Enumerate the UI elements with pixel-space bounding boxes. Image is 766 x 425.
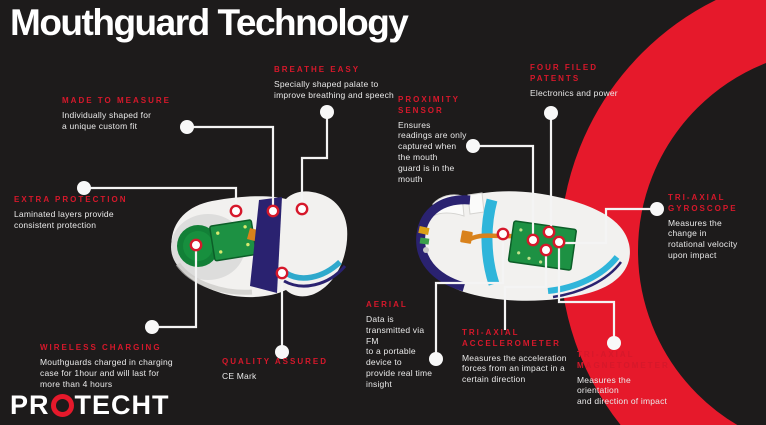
callout-wireless-charging: WIRELESS CHARGING Mouthguards charged in…	[40, 343, 230, 389]
logo-o-ring-icon	[50, 394, 74, 417]
callout-title: PROXIMITY SENSOR	[398, 95, 461, 115]
page-title: Mouthguard Technology	[10, 2, 409, 43]
dot-quality-assured	[275, 345, 289, 359]
left-circuit-board	[209, 219, 258, 262]
marker-proximity-sensor	[526, 233, 540, 247]
dot-wireless-charging	[145, 320, 159, 334]
callout-title: MADE TO MEASURE	[62, 96, 171, 105]
callout-proximity-sensor: PROXIMITY SENSOR Ensures readings are on…	[398, 95, 483, 185]
dot-proximity-sensor	[466, 139, 480, 153]
callout-title: FOUR FILED PATENTS	[530, 63, 598, 83]
connector-magnetometer	[557, 246, 616, 338]
teeth-indentation	[467, 192, 485, 215]
callout-tri-axial-magnetometer: TRI-AXIAL MAGNETOMETER Measures the orie…	[577, 350, 695, 407]
marker-accelerometer	[539, 243, 553, 257]
marker-gyroscope	[552, 235, 566, 249]
dot-extra-protection	[77, 181, 91, 195]
callout-aerial: AERIAL Data is transmitted via FM to a p…	[366, 300, 444, 390]
callout-extra-protection: EXTRA PROTECTION Laminated layers provid…	[14, 195, 174, 231]
dot-made-to-measure	[180, 120, 194, 134]
dot-breathe-easy	[320, 105, 334, 119]
marker-extra-protection	[229, 204, 243, 218]
callout-body: Electronics and power	[530, 87, 618, 98]
mouthguard-left-illustration	[171, 191, 348, 298]
dot-four-filed-patents	[544, 106, 558, 120]
callout-tri-axial-gyroscope: TRI-AXIAL GYROSCOPE Measures the change …	[668, 193, 763, 261]
callout-four-filed-patents: FOUR FILED PATENTS Electronics and power	[530, 63, 648, 98]
callout-body: Laminated layers provide consistent prot…	[14, 208, 114, 230]
connector-made-to-measure	[187, 125, 275, 206]
callout-body: Mouthguards charged in charging case for…	[40, 356, 173, 389]
dot-gyroscope	[650, 202, 664, 216]
callout-body: Measures the orientation and direction o…	[577, 374, 668, 407]
right-navy-band	[416, 195, 471, 292]
marker-wireless-charging	[189, 238, 203, 252]
connector-breathe-easy	[300, 112, 329, 204]
callout-title: TRI-AXIAL ACCELEROMETER	[462, 328, 561, 348]
logo-text-post: TECHT	[74, 390, 170, 420]
callout-body: Data is transmitted via FM to a portable…	[366, 313, 433, 390]
callout-body: Specially shaped palate to improve breat…	[274, 78, 394, 100]
mouthguard-right-illustration	[416, 191, 630, 301]
dot-aerial	[429, 352, 443, 366]
dot-magnetometer	[607, 336, 621, 350]
connector-accelerometer	[503, 254, 548, 330]
callout-body: Individually shaped for a unique custom …	[62, 109, 152, 131]
callout-title: WIRELESS CHARGING	[40, 343, 162, 352]
right-cyan-band	[481, 198, 500, 286]
marker-breathe-easy	[295, 202, 309, 216]
right-flex-cable	[469, 233, 515, 242]
marker-quality-assured	[275, 266, 289, 280]
aerial-connector	[460, 230, 473, 244]
callout-title: TRI-AXIAL MAGNETOMETER	[577, 350, 670, 370]
callout-body: CE Mark	[222, 370, 257, 381]
label-dots	[77, 105, 664, 366]
callout-body: Measures the change in rotational veloci…	[668, 217, 738, 261]
callout-title: BREATHE EASY	[274, 65, 361, 74]
connector-extra-protection	[84, 186, 238, 206]
marker-four-filed-patents	[542, 225, 556, 239]
connector-proximity-sensor	[473, 144, 535, 235]
callout-body: Measures the acceleration forces from an…	[462, 352, 567, 385]
connector-lines	[84, 112, 657, 354]
callout-quality-assured: QUALITY ASSURED CE Mark	[222, 357, 342, 382]
marker-made-to-measure	[266, 204, 280, 218]
connector-wireless-charging	[152, 249, 198, 329]
callout-tri-axial-accelerometer: TRI-AXIAL ACCELEROMETER Measures the acc…	[462, 328, 602, 385]
callout-title: AERIAL	[366, 300, 408, 309]
callout-title: TRI-AXIAL GYROSCOPE	[668, 193, 738, 213]
connector-aerial	[434, 238, 505, 354]
protecht-logo: PR TECHT	[10, 390, 170, 421]
left-navy-band	[250, 197, 282, 293]
callout-body: Ensures readings are only captured when …	[398, 119, 467, 184]
logo-text-pre: PR	[10, 390, 50, 420]
callout-breathe-easy: BREATHE EASY Specially shaped palate to …	[274, 65, 444, 101]
callout-title: QUALITY ASSURED	[222, 357, 329, 366]
callout-title: EXTRA PROTECTION	[14, 195, 128, 204]
callout-made-to-measure: MADE TO MEASURE Individually shaped for …	[62, 96, 192, 132]
marker-aerial	[496, 227, 510, 241]
connector-gyroscope	[563, 207, 657, 245]
sensor-markers	[189, 202, 566, 280]
